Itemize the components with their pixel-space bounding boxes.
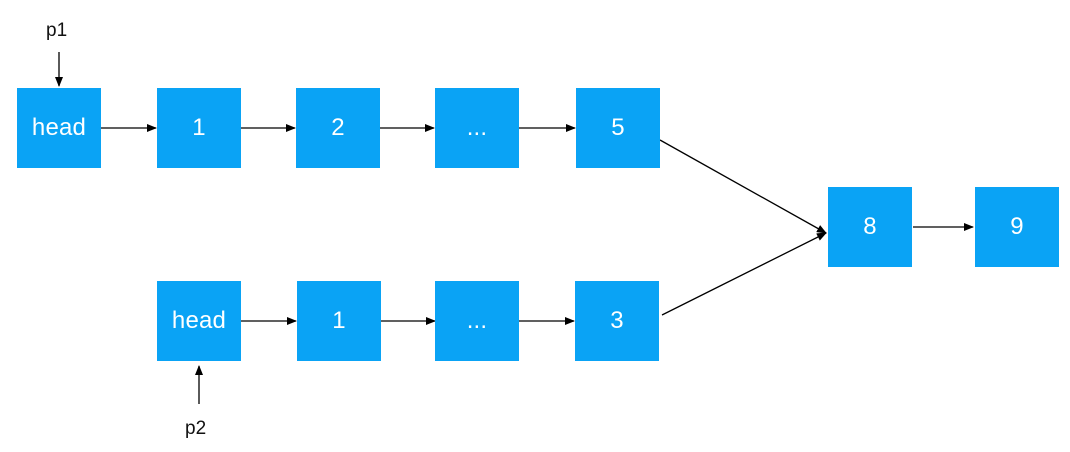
top-list-node-ellipsis: ... — [435, 88, 519, 168]
p1-label: p1 — [46, 20, 68, 41]
p2-label: p2 — [185, 418, 207, 439]
edge-bottom-3-to-8 — [661, 232, 827, 316]
shared-node-9: 9 — [975, 187, 1059, 267]
bottom-list-node-3: 3 — [575, 281, 659, 361]
top-list-node-1: 1 — [157, 88, 241, 168]
top-list-node-head: head — [17, 88, 101, 168]
shared-node-8: 8 — [828, 187, 912, 267]
edge-top-5-to-8 — [659, 139, 827, 234]
bottom-list-node-1: 1 — [297, 281, 381, 361]
bottom-list-node-ellipsis: ... — [435, 281, 519, 361]
top-list-node-2: 2 — [296, 88, 380, 168]
top-list-node-5: 5 — [576, 88, 660, 168]
bottom-list-node-head: head — [157, 281, 241, 361]
